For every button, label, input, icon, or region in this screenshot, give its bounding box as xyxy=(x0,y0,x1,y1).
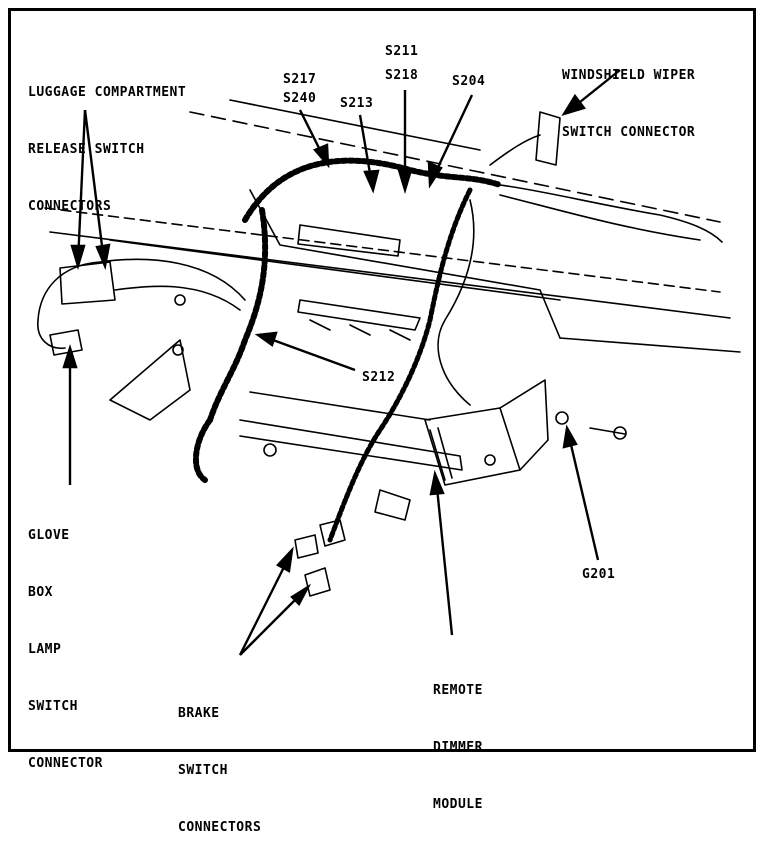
splice-s204-label: S204 xyxy=(452,74,486,89)
wiper-label-line1: WINDSHIELD WIPER xyxy=(562,68,696,83)
luggage-label-line2: RELEASE SWITCH xyxy=(28,142,145,157)
dimmer-label-line3: MODULE xyxy=(433,797,483,812)
splice-s217-label: S217 xyxy=(283,72,317,87)
splice-s218-label: S218 xyxy=(385,68,419,83)
glove-label-line2: BOX xyxy=(28,585,53,600)
splice-s213-label: S213 xyxy=(340,96,374,111)
splice-s240-label: S240 xyxy=(283,91,317,106)
glove-label-line1: GLOVE xyxy=(28,528,70,543)
ground-g201-label: G201 xyxy=(582,567,616,582)
glove-box-connector-label: GLOVE BOX LAMP SWITCH CONNECTOR xyxy=(28,488,103,792)
wiring-harness-drawing xyxy=(37,69,741,656)
glove-label-line4: SWITCH xyxy=(28,699,78,714)
luggage-label-line3: CONNECTORS xyxy=(28,199,112,214)
splice-s211-label: S211 xyxy=(385,44,419,59)
diagram-frame xyxy=(8,8,756,752)
luggage-label-line1: LUGGAGE COMPARTMENT xyxy=(28,85,187,100)
wiper-connector-label: WINDSHIELD WIPER SWITCH CONNECTOR xyxy=(562,28,695,161)
remote-dimmer-label: REMOTE DIMMER MODULE xyxy=(433,643,483,833)
dimmer-label-line2: DIMMER xyxy=(433,740,483,755)
brake-switch-label: BRAKE SWITCH CONNECTORS xyxy=(178,666,261,856)
glove-label-line3: LAMP xyxy=(28,642,62,657)
brake-label-line3: CONNECTORS xyxy=(178,820,262,835)
dimmer-label-line1: REMOTE xyxy=(433,683,483,698)
brake-label-line1: BRAKE xyxy=(178,706,220,721)
wiper-label-line2: SWITCH CONNECTOR xyxy=(562,125,696,140)
splice-s212-label: S212 xyxy=(362,370,396,385)
brake-label-line2: SWITCH xyxy=(178,763,228,778)
luggage-connector-label: LUGGAGE COMPARTMENT RELEASE SWITCH CONNE… xyxy=(28,45,186,235)
glove-label-line5: CONNECTOR xyxy=(28,756,103,771)
